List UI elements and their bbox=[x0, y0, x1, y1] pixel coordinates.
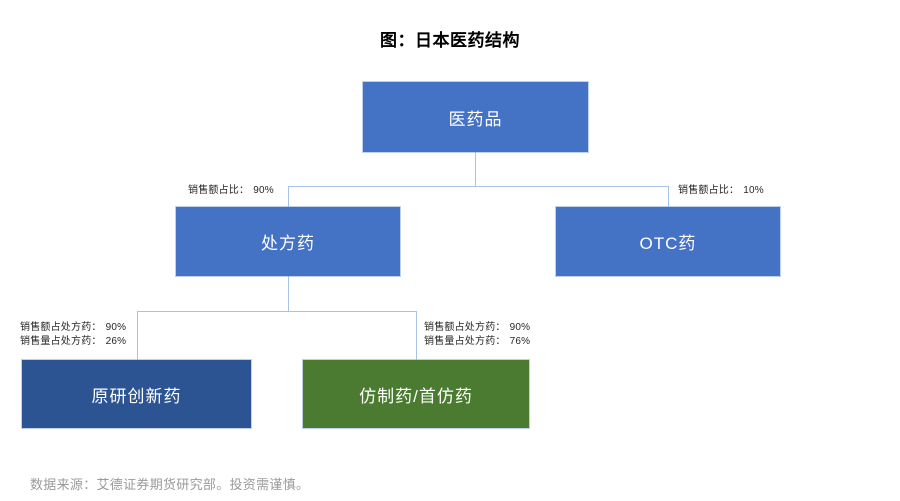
node-otc-drug[interactable]: OTC药 bbox=[556, 207, 780, 276]
node-original-innovative-drug-label: 原研创新药 bbox=[91, 386, 182, 406]
page-title: 图：日本医药结构 bbox=[380, 31, 520, 50]
edge-label-otc-sales-share-text: 销售额占比： bbox=[678, 185, 740, 196]
edge-label-original-amount-value: 90% bbox=[105, 322, 127, 333]
edge-label-otc-sales-share-value: 10% bbox=[743, 185, 764, 196]
node-original-innovative-drug[interactable]: 原研创新药 bbox=[22, 360, 251, 428]
edge-label-generic-amount-value: 90% bbox=[509, 322, 531, 333]
node-otc-drug-label: OTC药 bbox=[639, 234, 697, 253]
edge-label-rx-sales-share-value: 90% bbox=[253, 185, 274, 196]
node-generic-drug-label: 仿制药/首仿药 bbox=[359, 386, 473, 406]
connector-rx-to-original bbox=[137, 311, 138, 360]
edge-label-rx-sales-share: 销售额占比：90% bbox=[188, 184, 274, 198]
edge-label-generic-shares: 销售额占处方药：90% 销售量占处方药：76% bbox=[424, 321, 530, 349]
source-note: 数据来源：艾德证券期货研究部。投资需谨慎。 bbox=[30, 477, 310, 492]
edge-label-original-volume-value: 26% bbox=[105, 336, 127, 347]
connector-level2-bar bbox=[137, 311, 416, 312]
edge-label-original-amount-text: 销售额占处方药： bbox=[20, 322, 102, 333]
node-drug[interactable]: 医药品 bbox=[363, 82, 588, 152]
edge-label-rx-sales-share-text: 销售额占比： bbox=[188, 185, 250, 196]
edge-label-generic-volume-text: 销售量占处方药： bbox=[424, 336, 506, 347]
edge-label-original-volume-text: 销售量占处方药： bbox=[20, 336, 102, 347]
edge-label-generic-volume-value: 76% bbox=[509, 336, 531, 347]
connector-rx-to-generic bbox=[416, 311, 417, 360]
connector-drug-to-rx bbox=[288, 186, 289, 207]
connector-drug-stem bbox=[475, 152, 476, 186]
connector-rx-stem bbox=[288, 276, 289, 311]
edge-label-otc-sales-share: 销售额占比：10% bbox=[678, 184, 764, 198]
node-prescription-drug-label: 处方药 bbox=[261, 234, 315, 253]
node-prescription-drug[interactable]: 处方药 bbox=[176, 207, 400, 276]
connector-level1-bar bbox=[288, 186, 669, 187]
edge-label-original-shares: 销售额占处方药：90% 销售量占处方药：26% bbox=[20, 321, 126, 349]
node-drug-label: 医药品 bbox=[448, 109, 503, 129]
node-generic-drug[interactable]: 仿制药/首仿药 bbox=[303, 360, 529, 428]
connector-drug-to-otc bbox=[668, 186, 669, 207]
edge-label-generic-amount-text: 销售额占处方药： bbox=[424, 322, 506, 333]
